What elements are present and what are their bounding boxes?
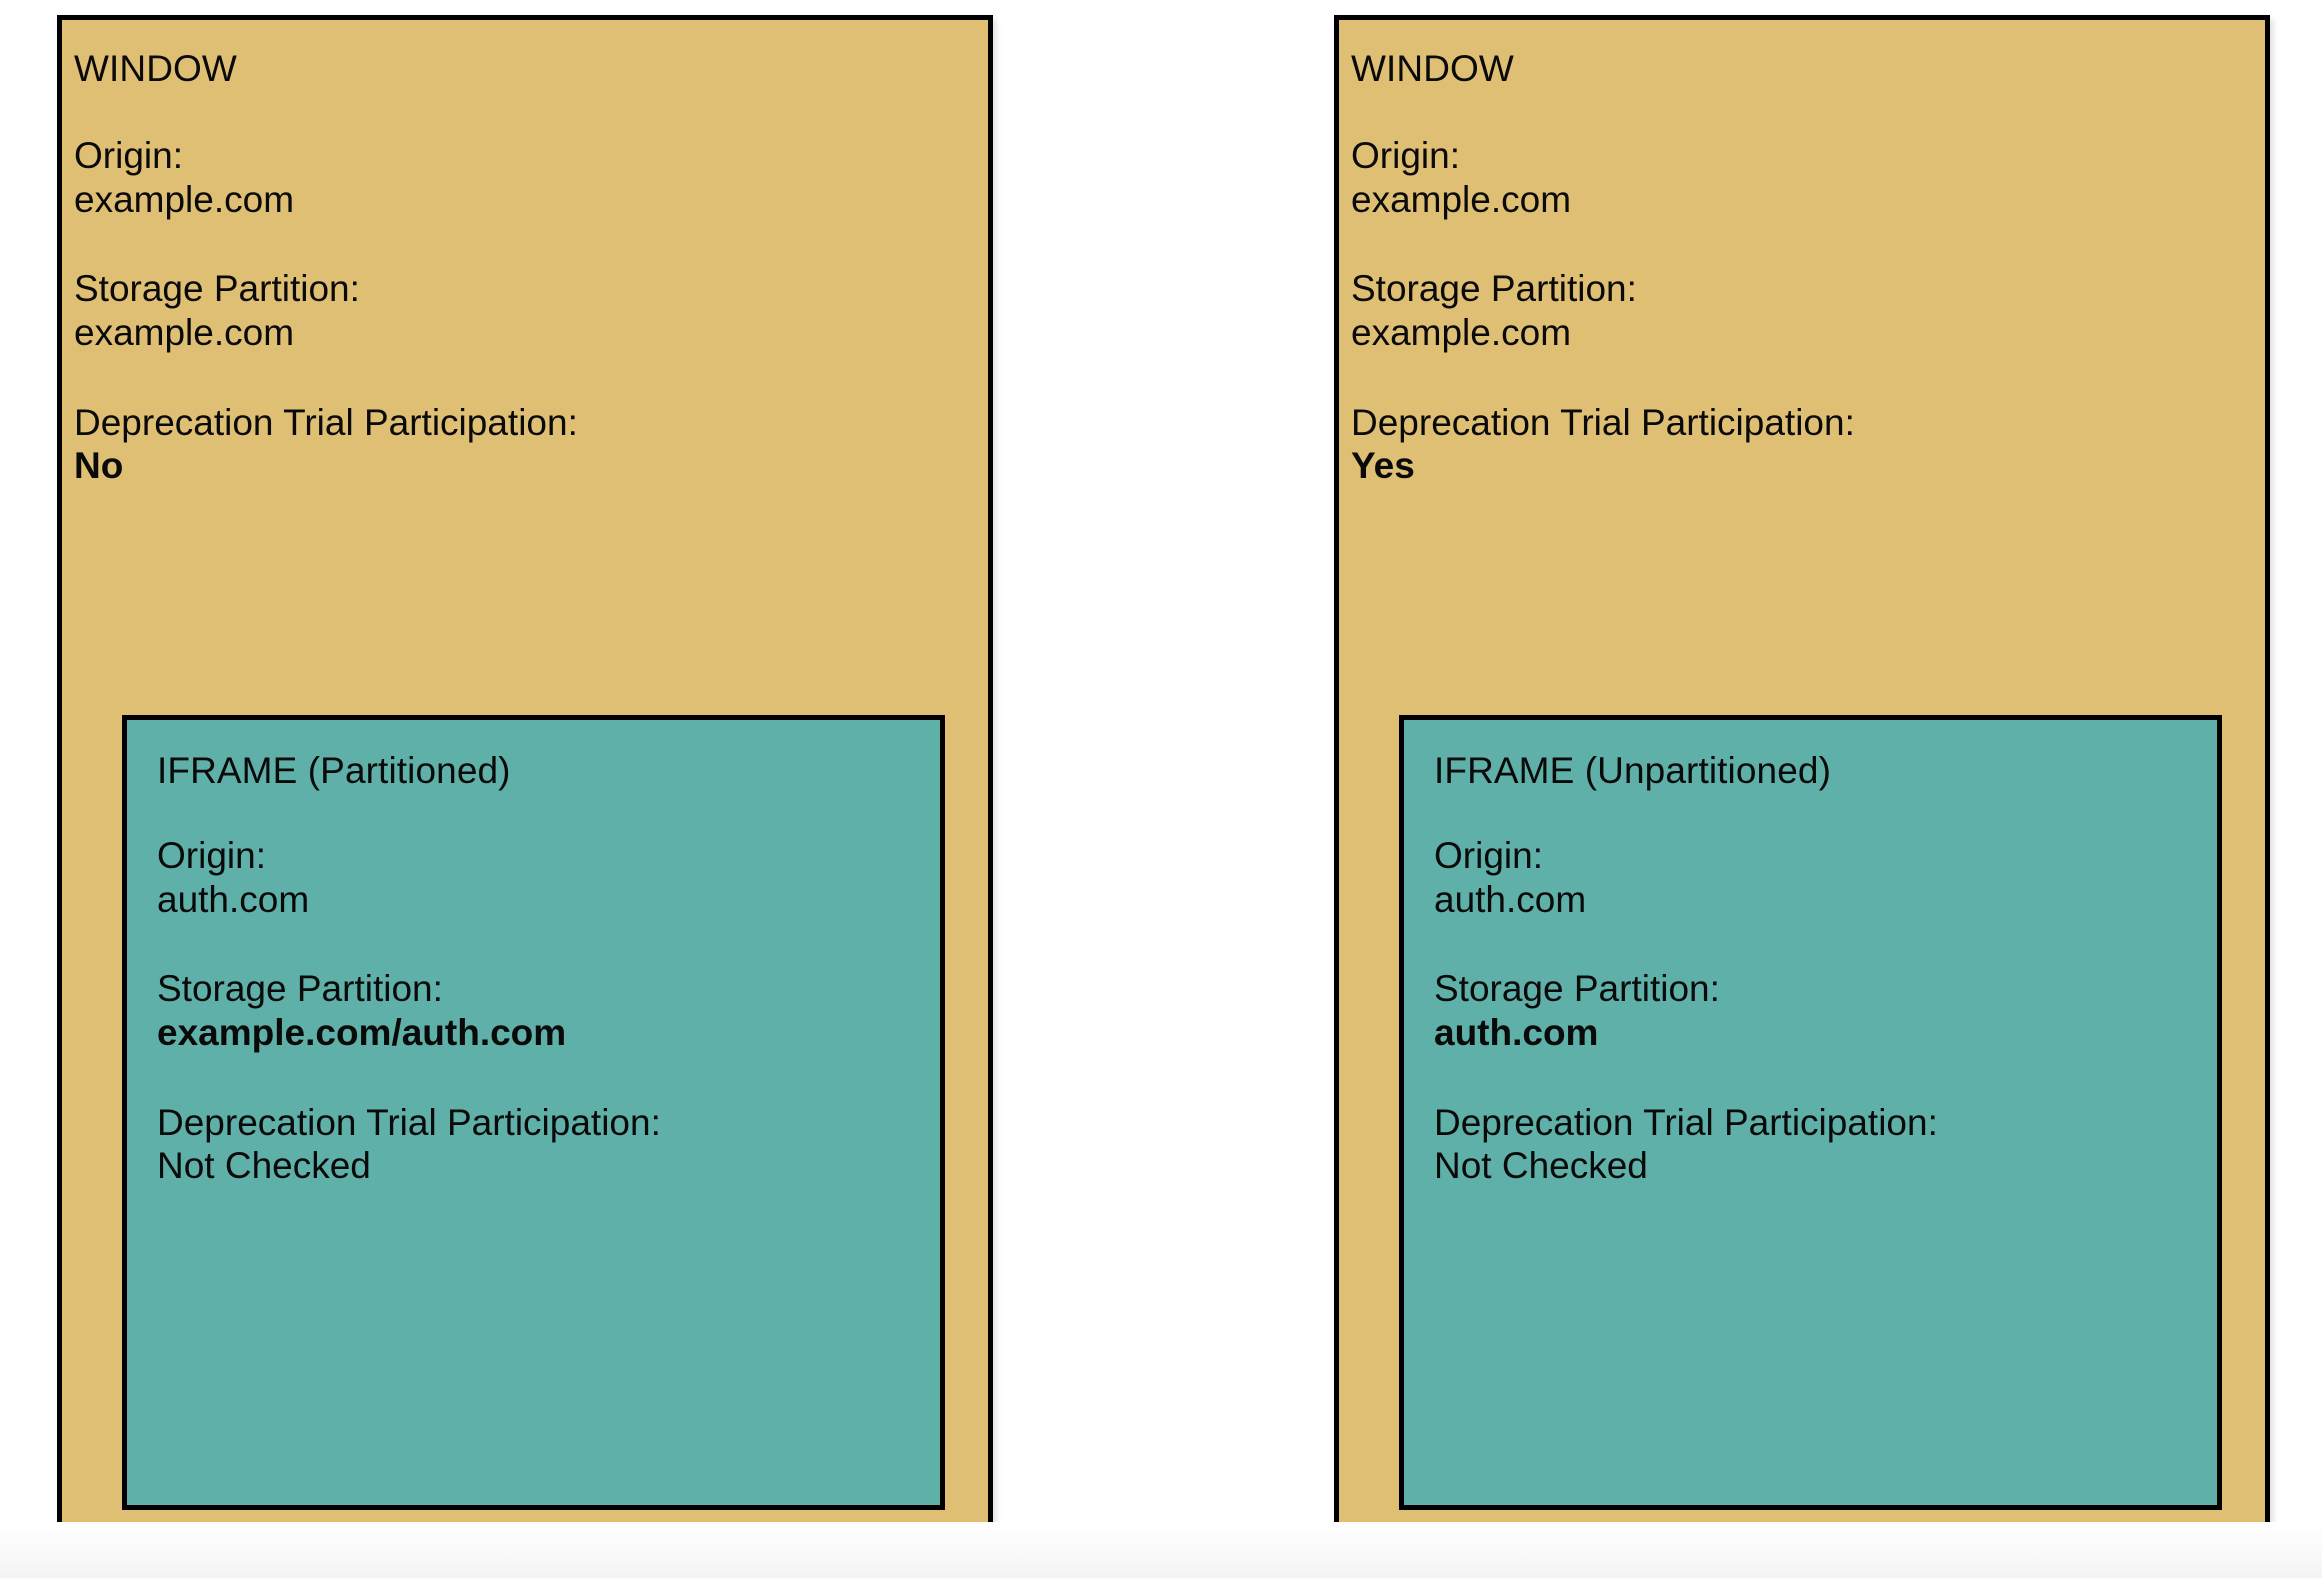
field-label: Deprecation Trial Participation: bbox=[1351, 401, 1855, 443]
window-box-left: WINDOW Origin: example.com Storage Parti… bbox=[57, 15, 993, 1552]
iframe-fields-right: Origin: auth.com Storage Partition: auth… bbox=[1434, 834, 2201, 1188]
field-storage-partition: Storage Partition: auth.com bbox=[1434, 967, 2201, 1054]
field-label: Deprecation Trial Participation: bbox=[1434, 1101, 1938, 1143]
field-value: example.com bbox=[1351, 178, 1572, 220]
field-value: example.com/auth.com bbox=[157, 1011, 567, 1053]
window-title-left: WINDOW bbox=[74, 48, 237, 89]
field-origin: Origin: auth.com bbox=[1434, 834, 2201, 921]
field-value: example.com bbox=[74, 178, 295, 220]
field-deprecation-trial-participation: Deprecation Trial Participation: Not Che… bbox=[157, 1101, 924, 1188]
field-value: auth.com bbox=[157, 878, 310, 920]
field-value: example.com bbox=[74, 311, 295, 353]
iframe-fields-left: Origin: auth.com Storage Partition: exam… bbox=[157, 834, 924, 1188]
field-value: Not Checked bbox=[1434, 1145, 1648, 1187]
field-label: Origin: bbox=[74, 135, 183, 176]
field-label: Storage Partition: bbox=[1351, 268, 1637, 310]
window-fields-left: Origin: example.com Storage Partition: e… bbox=[74, 134, 972, 488]
field-label: Storage Partition: bbox=[1434, 968, 1720, 1010]
field-label: Deprecation Trial Participation: bbox=[74, 401, 578, 443]
field-storage-partition: Storage Partition: example.com bbox=[1351, 267, 2249, 354]
field-value: example.com bbox=[1351, 311, 1572, 353]
window-fields-right: Origin: example.com Storage Partition: e… bbox=[1351, 134, 2249, 488]
field-origin: Origin: example.com bbox=[74, 134, 972, 221]
field-origin: Origin: auth.com bbox=[157, 834, 924, 921]
field-label: Deprecation Trial Participation: bbox=[157, 1101, 661, 1143]
field-label: Storage Partition: bbox=[74, 268, 360, 310]
field-storage-partition: Storage Partition: example.com bbox=[74, 267, 972, 354]
iframe-box-right: IFRAME (Unpartitioned) Origin: auth.com … bbox=[1399, 715, 2222, 1510]
iframe-title-right: IFRAME (Unpartitioned) bbox=[1434, 750, 1831, 791]
field-value: auth.com bbox=[1434, 878, 1587, 920]
field-value: Yes bbox=[1351, 445, 1415, 487]
field-label: Storage Partition: bbox=[157, 968, 443, 1010]
field-origin: Origin: example.com bbox=[1351, 134, 2249, 221]
field-deprecation-trial-participation: Deprecation Trial Participation: Not Che… bbox=[1434, 1101, 2201, 1188]
field-deprecation-trial-participation: Deprecation Trial Participation: No bbox=[74, 401, 972, 488]
field-label: Origin: bbox=[1351, 135, 1460, 176]
iframe-title-left: IFRAME (Partitioned) bbox=[157, 750, 511, 791]
field-value: auth.com bbox=[1434, 1011, 1599, 1053]
field-value: Not Checked bbox=[157, 1145, 371, 1187]
field-label: Origin: bbox=[1434, 835, 1543, 876]
window-title-right: WINDOW bbox=[1351, 48, 1514, 89]
field-label: Origin: bbox=[157, 835, 266, 876]
field-deprecation-trial-participation: Deprecation Trial Participation: Yes bbox=[1351, 401, 2249, 488]
field-value: No bbox=[74, 445, 124, 487]
iframe-box-left: IFRAME (Partitioned) Origin: auth.com St… bbox=[122, 715, 945, 1510]
window-box-right: WINDOW Origin: example.com Storage Parti… bbox=[1334, 15, 2270, 1552]
field-storage-partition: Storage Partition: example.com/auth.com bbox=[157, 967, 924, 1054]
